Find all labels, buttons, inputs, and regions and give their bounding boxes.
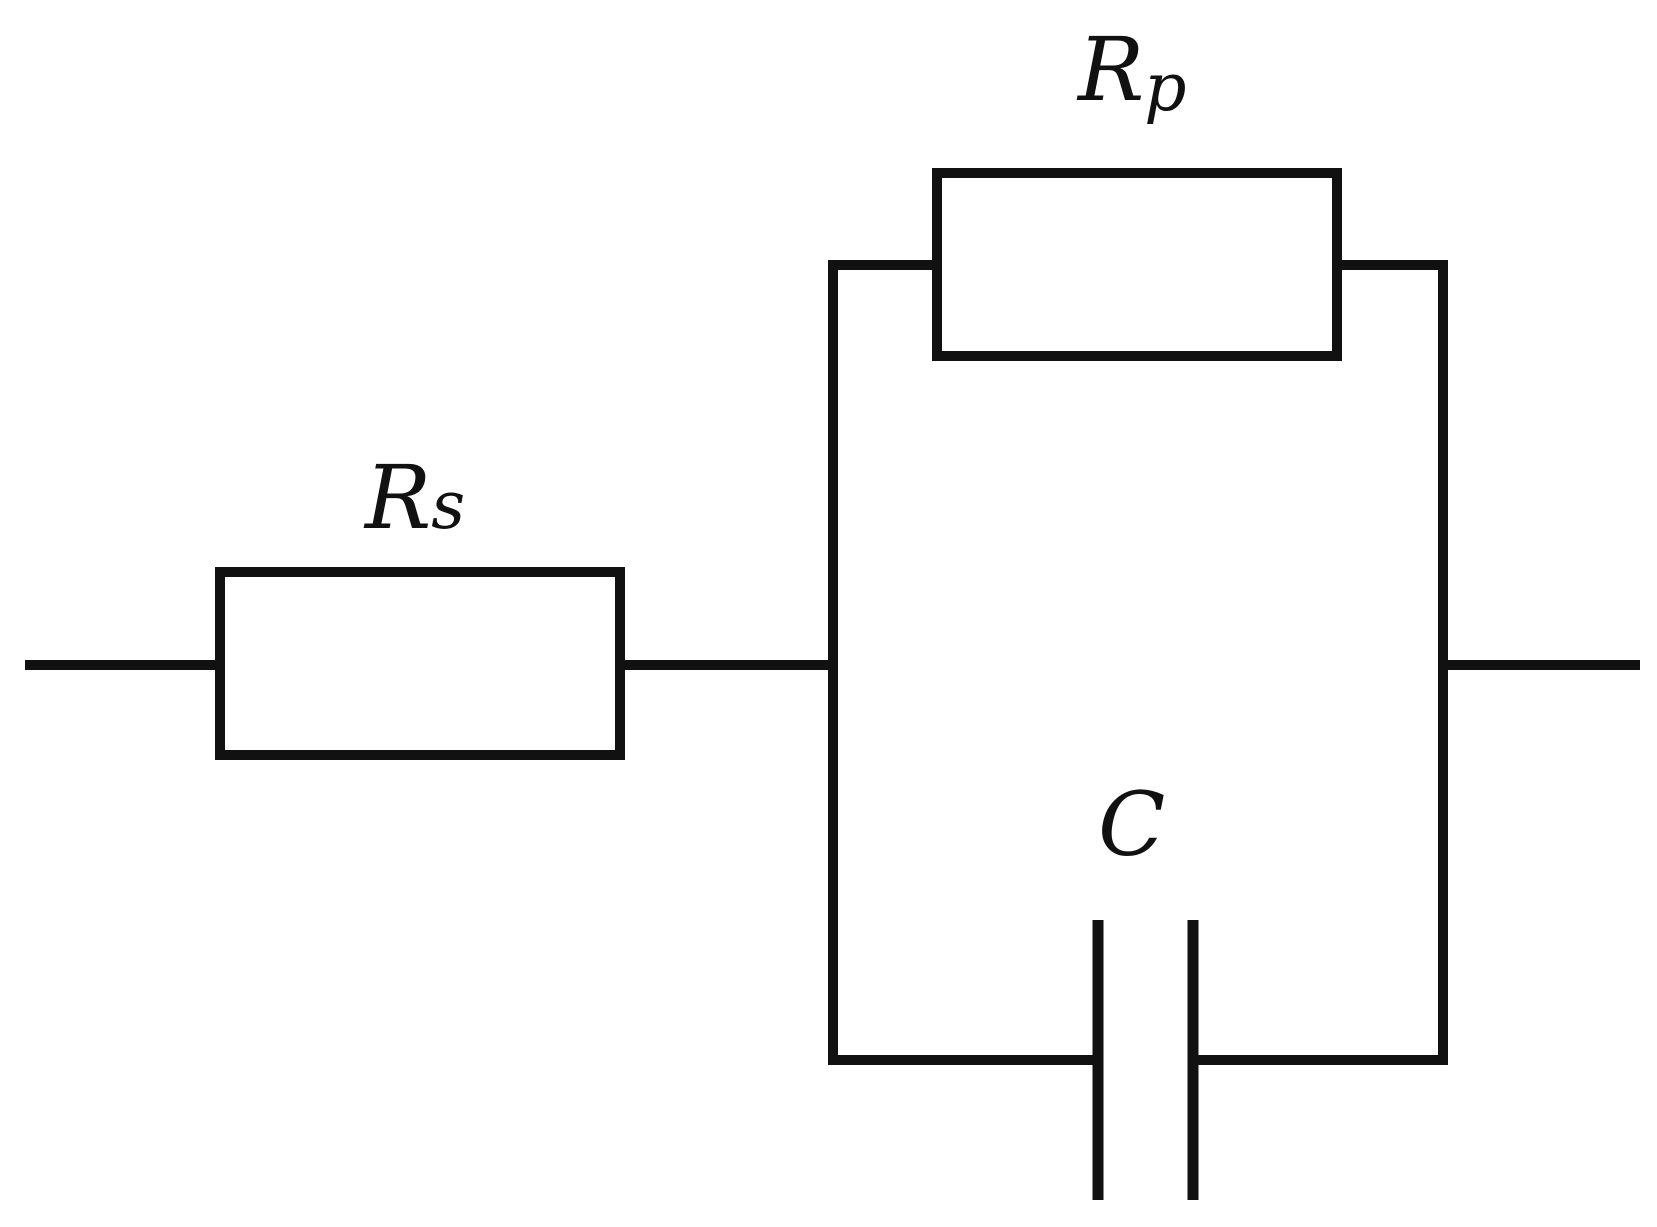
series-resistor-rs — [215, 567, 625, 760]
parallel-resistor-label: Rp — [1076, 18, 1187, 126]
series-resistor-label: Rs — [363, 446, 465, 549]
parallel-resistor-rp — [932, 168, 1342, 361]
capacitor-label: C — [1098, 773, 1165, 876]
